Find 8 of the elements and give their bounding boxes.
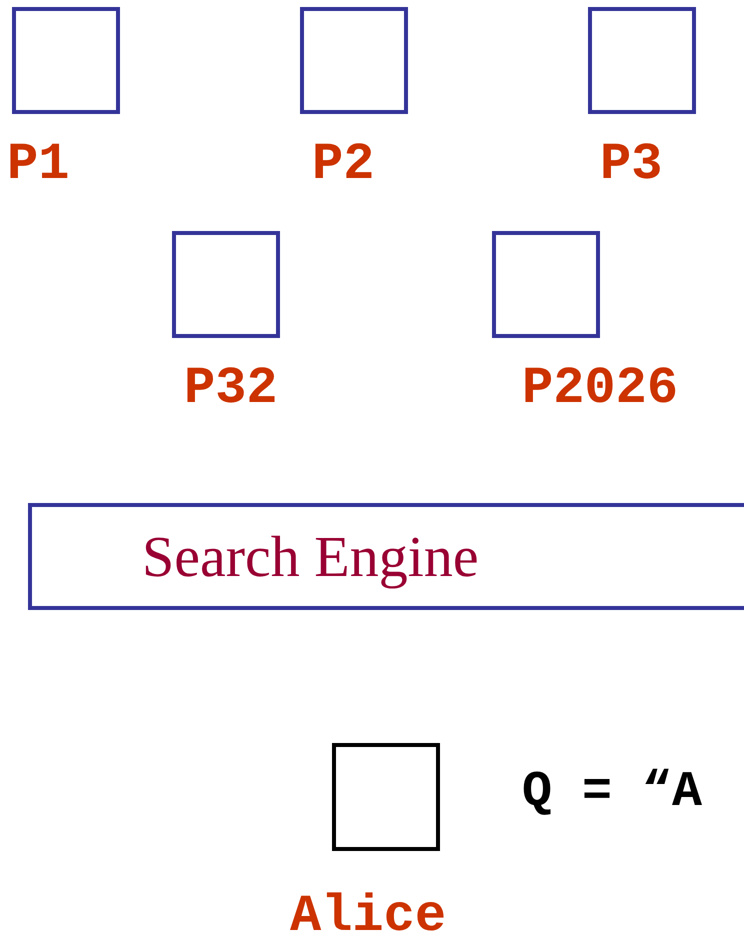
node-label: P2 xyxy=(312,139,374,191)
node-label: P3 xyxy=(600,139,662,191)
node-label: P2026 xyxy=(522,363,678,415)
node-label: Alice xyxy=(290,891,446,939)
node-label: P32 xyxy=(184,363,278,415)
query-text: Q = “A xyxy=(522,768,702,818)
search-engine-box xyxy=(28,503,744,610)
node-label: P1 xyxy=(7,139,70,191)
